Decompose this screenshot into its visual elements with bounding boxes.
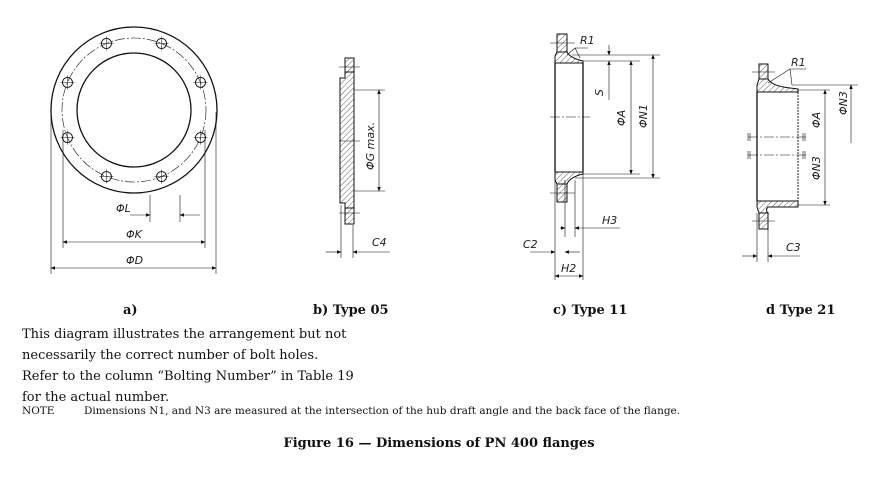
dim-S: S	[593, 89, 606, 96]
bolt-hole-centerline	[60, 75, 75, 90]
subfigure-label-d: d Type 21	[766, 303, 836, 318]
bolt-hole-centerline	[193, 75, 208, 90]
dim-A-d: ΦA	[810, 112, 823, 128]
dim-N3-bottom: ΦN3	[810, 156, 823, 180]
bolt-hole-centerline	[99, 169, 114, 184]
bolt-holes	[60, 36, 208, 184]
type-21-section	[742, 63, 858, 262]
description-paragraph: This diagram illustrates the arrangement…	[22, 324, 354, 408]
dim-H3: H3	[602, 214, 617, 227]
dim-D: ΦD	[126, 254, 143, 267]
description-line: This diagram illustrates the arrangement…	[22, 327, 347, 342]
bolt-hole-centerline	[154, 36, 169, 51]
dim-C2: C2	[523, 238, 538, 251]
dim-L: ΦL	[116, 202, 131, 215]
type-05-section	[326, 57, 390, 258]
dim-G: ΦG max.	[364, 122, 377, 170]
bolt-hole-centerline	[60, 130, 75, 145]
description-line: Refer to the column “Bolting Number” in …	[22, 369, 354, 384]
dim-N1: ΦN1	[637, 104, 650, 128]
subfigure-label-b: b) Type 05	[313, 303, 389, 318]
bolt-hole-centerline	[99, 36, 114, 51]
subfigure-label-a: a)	[123, 303, 138, 318]
dim-R1-d: R1	[791, 56, 806, 69]
dim-H2: H2	[561, 262, 576, 275]
description-line: necessarily the correct number of bolt h…	[22, 348, 319, 363]
note: NOTE Dimensions N1, and N3 are measured a…	[22, 405, 680, 417]
bolt-hole-centerline	[154, 169, 169, 184]
subfigure-label-c: c) Type 11	[553, 303, 628, 318]
figure-caption: Figure 16 — Dimensions of PN 400 flanges	[283, 436, 595, 451]
type-11-section	[530, 33, 660, 280]
bolt-hole-centerline	[193, 130, 208, 145]
dim-A-c: ΦA	[615, 110, 628, 126]
dim-R1-c: R1	[580, 34, 595, 47]
note-key: NOTE	[22, 405, 55, 417]
dim-K: ΦK	[126, 228, 143, 241]
description-line: for the actual number.	[22, 390, 170, 405]
flange-front-view	[50, 26, 218, 274]
dim-N3-top: ΦN3	[837, 91, 850, 115]
dim-C4: C4	[372, 236, 387, 249]
dim-C3: C3	[786, 241, 801, 254]
note-text: Dimensions N1, and N3 are measured at th…	[84, 405, 681, 417]
